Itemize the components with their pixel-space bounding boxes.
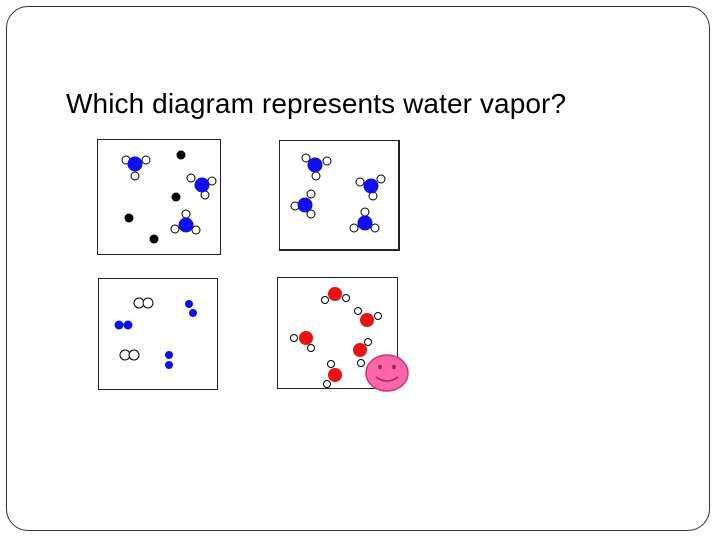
- diagram-b-drawing: [290, 153, 386, 233]
- diagram-d-drawing: [290, 287, 382, 388]
- water-molecule: [349, 207, 380, 233]
- water-molecule: [290, 331, 315, 352]
- free-atom: [124, 213, 134, 223]
- diatomic-molecule: [133, 297, 154, 309]
- water-molecule: [186, 173, 217, 200]
- diatomic-molecule: [119, 349, 140, 361]
- slide-frame: [6, 6, 710, 531]
- diatomic-molecule: [185, 300, 197, 317]
- water-molecule: [301, 153, 332, 181]
- diagram-a-drawing: [121, 150, 217, 244]
- smiley-face-icon: [365, 354, 409, 392]
- water-molecule: [121, 155, 151, 181]
- diagram-d[interactable]: [277, 277, 398, 389]
- diagram-c-drawing: [114, 297, 197, 369]
- question-text: Which diagram represents water vapor?: [66, 88, 567, 119]
- water-molecule: [170, 209, 201, 235]
- water-molecule: [290, 189, 316, 219]
- water-molecule: [323, 360, 342, 388]
- water-molecule: [353, 338, 372, 367]
- water-molecule: [321, 287, 350, 304]
- water-molecule: [354, 307, 382, 327]
- water-molecule: [355, 174, 386, 201]
- diagram-a[interactable]: [97, 139, 221, 255]
- diatomic-molecule: [114, 320, 133, 330]
- diagram-b[interactable]: [279, 140, 400, 251]
- free-atom: [171, 192, 181, 202]
- diatomic-molecule: [165, 351, 173, 369]
- free-atom: [149, 234, 159, 244]
- diagram-c[interactable]: [98, 278, 218, 390]
- free-atom: [176, 150, 186, 160]
